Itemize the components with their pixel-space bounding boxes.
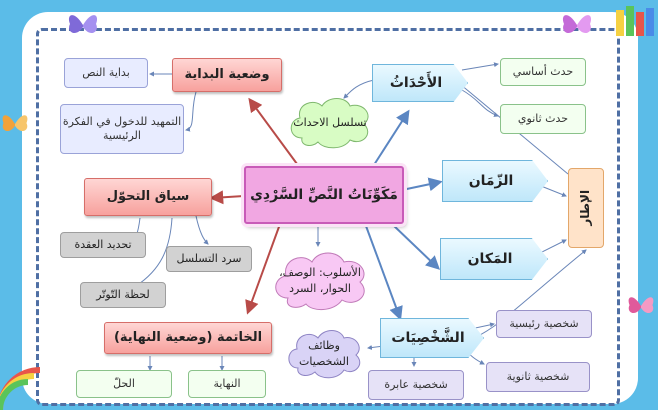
framework-label: الإطار xyxy=(578,190,593,226)
butterfly-icon xyxy=(628,297,654,314)
events-item: حدث ثانوي xyxy=(500,104,586,134)
events-box: الأَحْدَاثُ xyxy=(372,64,468,102)
center-title: مَكَوِّنَاتُ النَّصِّ السَّرْدِي xyxy=(244,166,404,224)
ending-item: النهاية xyxy=(188,370,266,398)
characters-functions-cloud: وظائف الشخصيات xyxy=(282,326,366,382)
characters-item: شخصية رئيسية xyxy=(496,310,592,338)
butterfly-icon xyxy=(2,115,28,132)
characters-item: شخصية ثانوية xyxy=(486,362,590,392)
characters-functions-text: وظائف الشخصيات xyxy=(299,339,349,368)
transition-item: لحظة التّوتّر xyxy=(80,282,166,308)
style-cloud: الأسلوب: الوصف، الحوار، السرد xyxy=(268,248,372,314)
framework-box: الإطار xyxy=(568,168,604,248)
events-sequence-cloud: تسلسل الاحداث xyxy=(284,94,376,152)
ending-box: الخاتمة (وضعية النهاية) xyxy=(104,322,272,354)
beginning-item: بداية النص xyxy=(64,58,148,88)
characters-item: شخصية عابرة xyxy=(368,370,464,400)
place-box: المَكان xyxy=(440,238,548,280)
beginning-box: وضعية البداية xyxy=(172,58,282,92)
butterfly-icon xyxy=(562,15,592,34)
transition-box: سياق التحوّل xyxy=(84,178,212,216)
dashed-frame xyxy=(36,28,620,406)
transition-item: تحديد العقدة xyxy=(60,232,146,258)
events-sequence-text: تسلسل الاحداث xyxy=(293,116,367,130)
characters-box: الشَّخْصِيَات xyxy=(380,318,484,358)
beginning-item: التمهيد للدخول في الفكرة الرئيسية xyxy=(60,104,184,154)
butterfly-icon xyxy=(68,15,98,34)
events-item: حدث أساسي xyxy=(500,58,586,86)
rainbow-icon xyxy=(0,367,40,410)
style-text: الأسلوب: الوصف، الحوار، السرد xyxy=(279,266,361,295)
time-box: الزّمَان xyxy=(442,160,548,202)
ending-item: الحلّ xyxy=(76,370,172,398)
school-supplies-icon xyxy=(616,6,654,36)
transition-item: سرد التسلسل xyxy=(166,246,252,272)
